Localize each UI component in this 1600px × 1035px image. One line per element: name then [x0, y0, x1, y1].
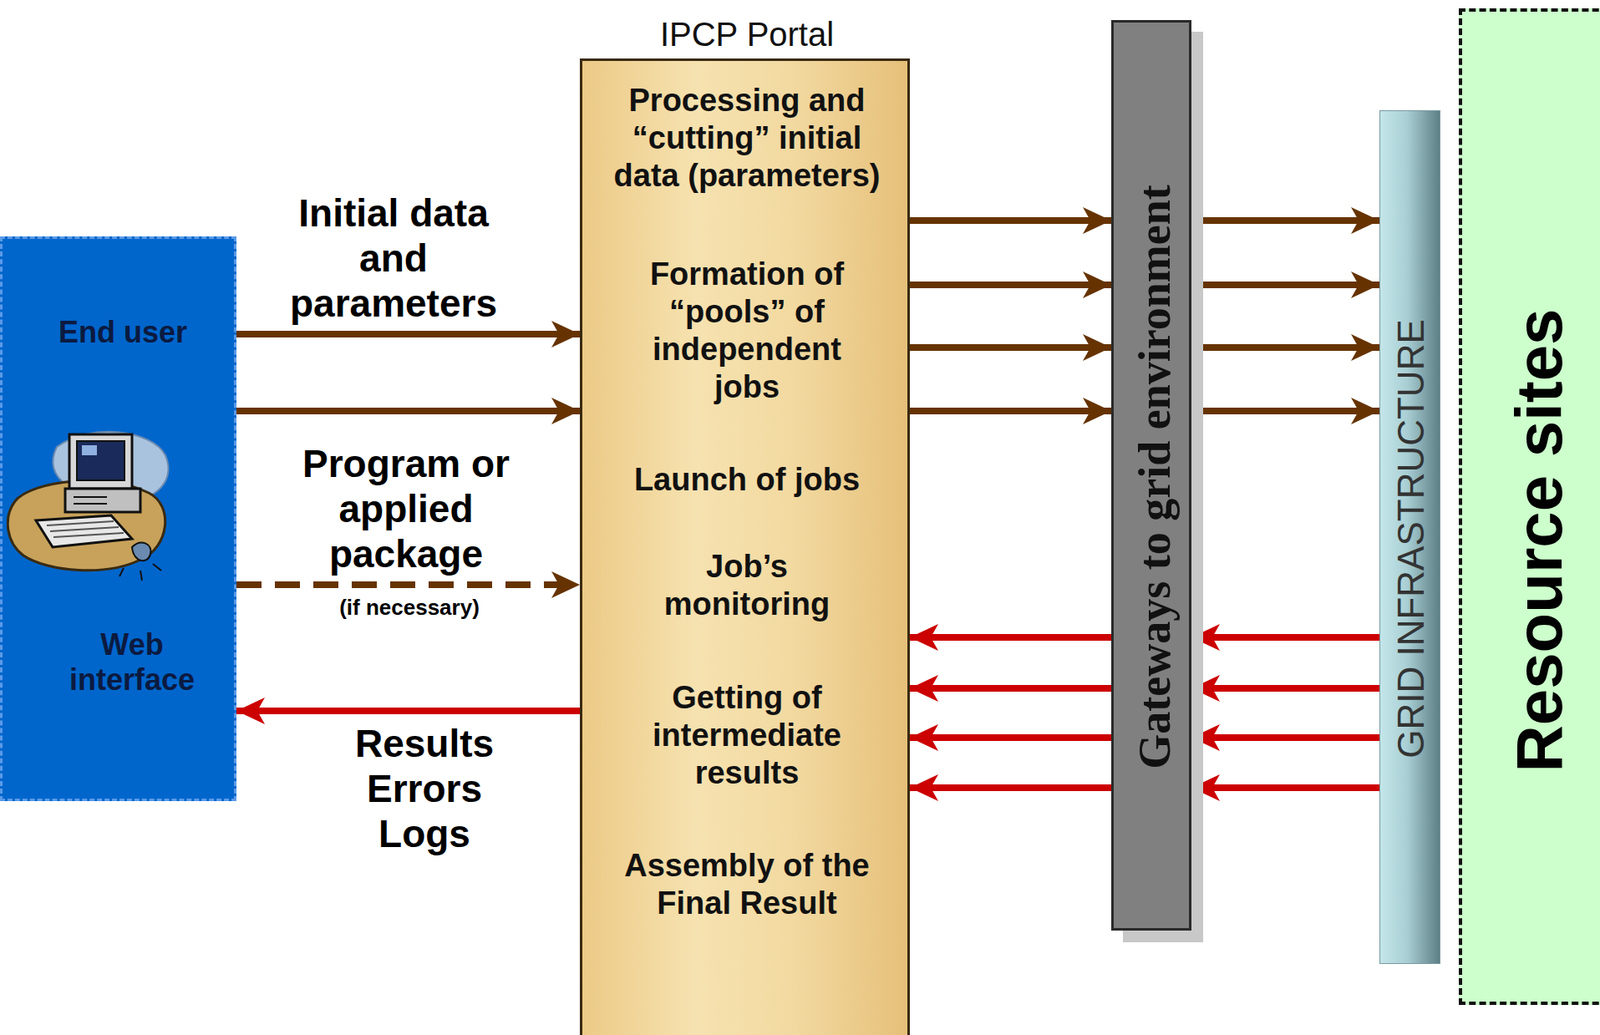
flow-arrow — [1191, 734, 1380, 742]
flow-arrow — [909, 734, 1112, 742]
node-text: Formation of “pools” of independent jobs — [621, 255, 873, 407]
flow-arrow — [909, 407, 1112, 415]
keyboard — [35, 515, 133, 548]
node-text: Web interface — [40, 627, 224, 698]
flow-arrow — [236, 407, 580, 415]
node-text: Launch of jobs — [604, 461, 889, 499]
flow-arrow — [1191, 217, 1380, 224]
node-text: Gateways to grid environment — [1127, 184, 1181, 769]
flow-arrow — [909, 344, 1112, 351]
drive-slot — [73, 502, 107, 505]
flow-arrow — [1191, 407, 1380, 415]
portal-box: IPCP PortalProcessing and “cutting” init… — [579, 58, 910, 1035]
flow-arrow — [236, 707, 580, 715]
edge-label: Program or applied package — [284, 441, 528, 577]
flow-arrow — [1191, 685, 1380, 692]
flow-arrow — [909, 217, 1112, 224]
computer-case — [65, 488, 141, 513]
node-text: Processing and “cutting” initial data (p… — [604, 81, 889, 195]
node-text: GRID INFRASTRUCTURE — [1389, 319, 1433, 759]
node-text: Job’s monitoring — [629, 548, 864, 624]
flow-arrow — [236, 330, 580, 338]
keyboard-keys — [46, 521, 124, 538]
node-text: Resource sites — [1500, 309, 1578, 773]
mouse-rays — [119, 563, 162, 581]
flow-arrow — [909, 281, 1112, 289]
edge-label: Results Errors Logs — [332, 721, 517, 857]
flow-arrow — [1191, 281, 1380, 289]
node-text: Assembly of the Final Result — [604, 847, 889, 923]
flow-arrow — [1191, 634, 1380, 641]
note-label: (if necessary) — [339, 594, 480, 621]
mouse — [132, 543, 151, 561]
flow-arrow — [909, 634, 1112, 641]
desk-pad — [7, 481, 165, 571]
resource-sites-region: Resource sites — [1458, 8, 1600, 1006]
monitor — [69, 434, 133, 489]
drive-slot — [73, 496, 107, 498]
screen-glare — [81, 445, 97, 456]
node-text: End user — [22, 314, 224, 351]
flow-arrow — [909, 685, 1112, 692]
flow-arrow — [1191, 784, 1380, 792]
grid-infrastructure-bar: GRID INFRASTRUCTURE — [1379, 110, 1441, 965]
monitor-screen — [76, 441, 125, 481]
flow-arrow — [909, 784, 1112, 792]
gateway-bar: Gateways to grid environment — [1111, 20, 1192, 931]
flow-arrow — [236, 581, 580, 589]
node-text: Getting of intermediate results — [604, 679, 889, 793]
edge-label: Initial data and parameters — [272, 190, 515, 326]
flow-arrow — [1191, 344, 1380, 351]
computer-icon — [6, 421, 183, 590]
portal-heading: IPCP Portal — [588, 15, 906, 55]
